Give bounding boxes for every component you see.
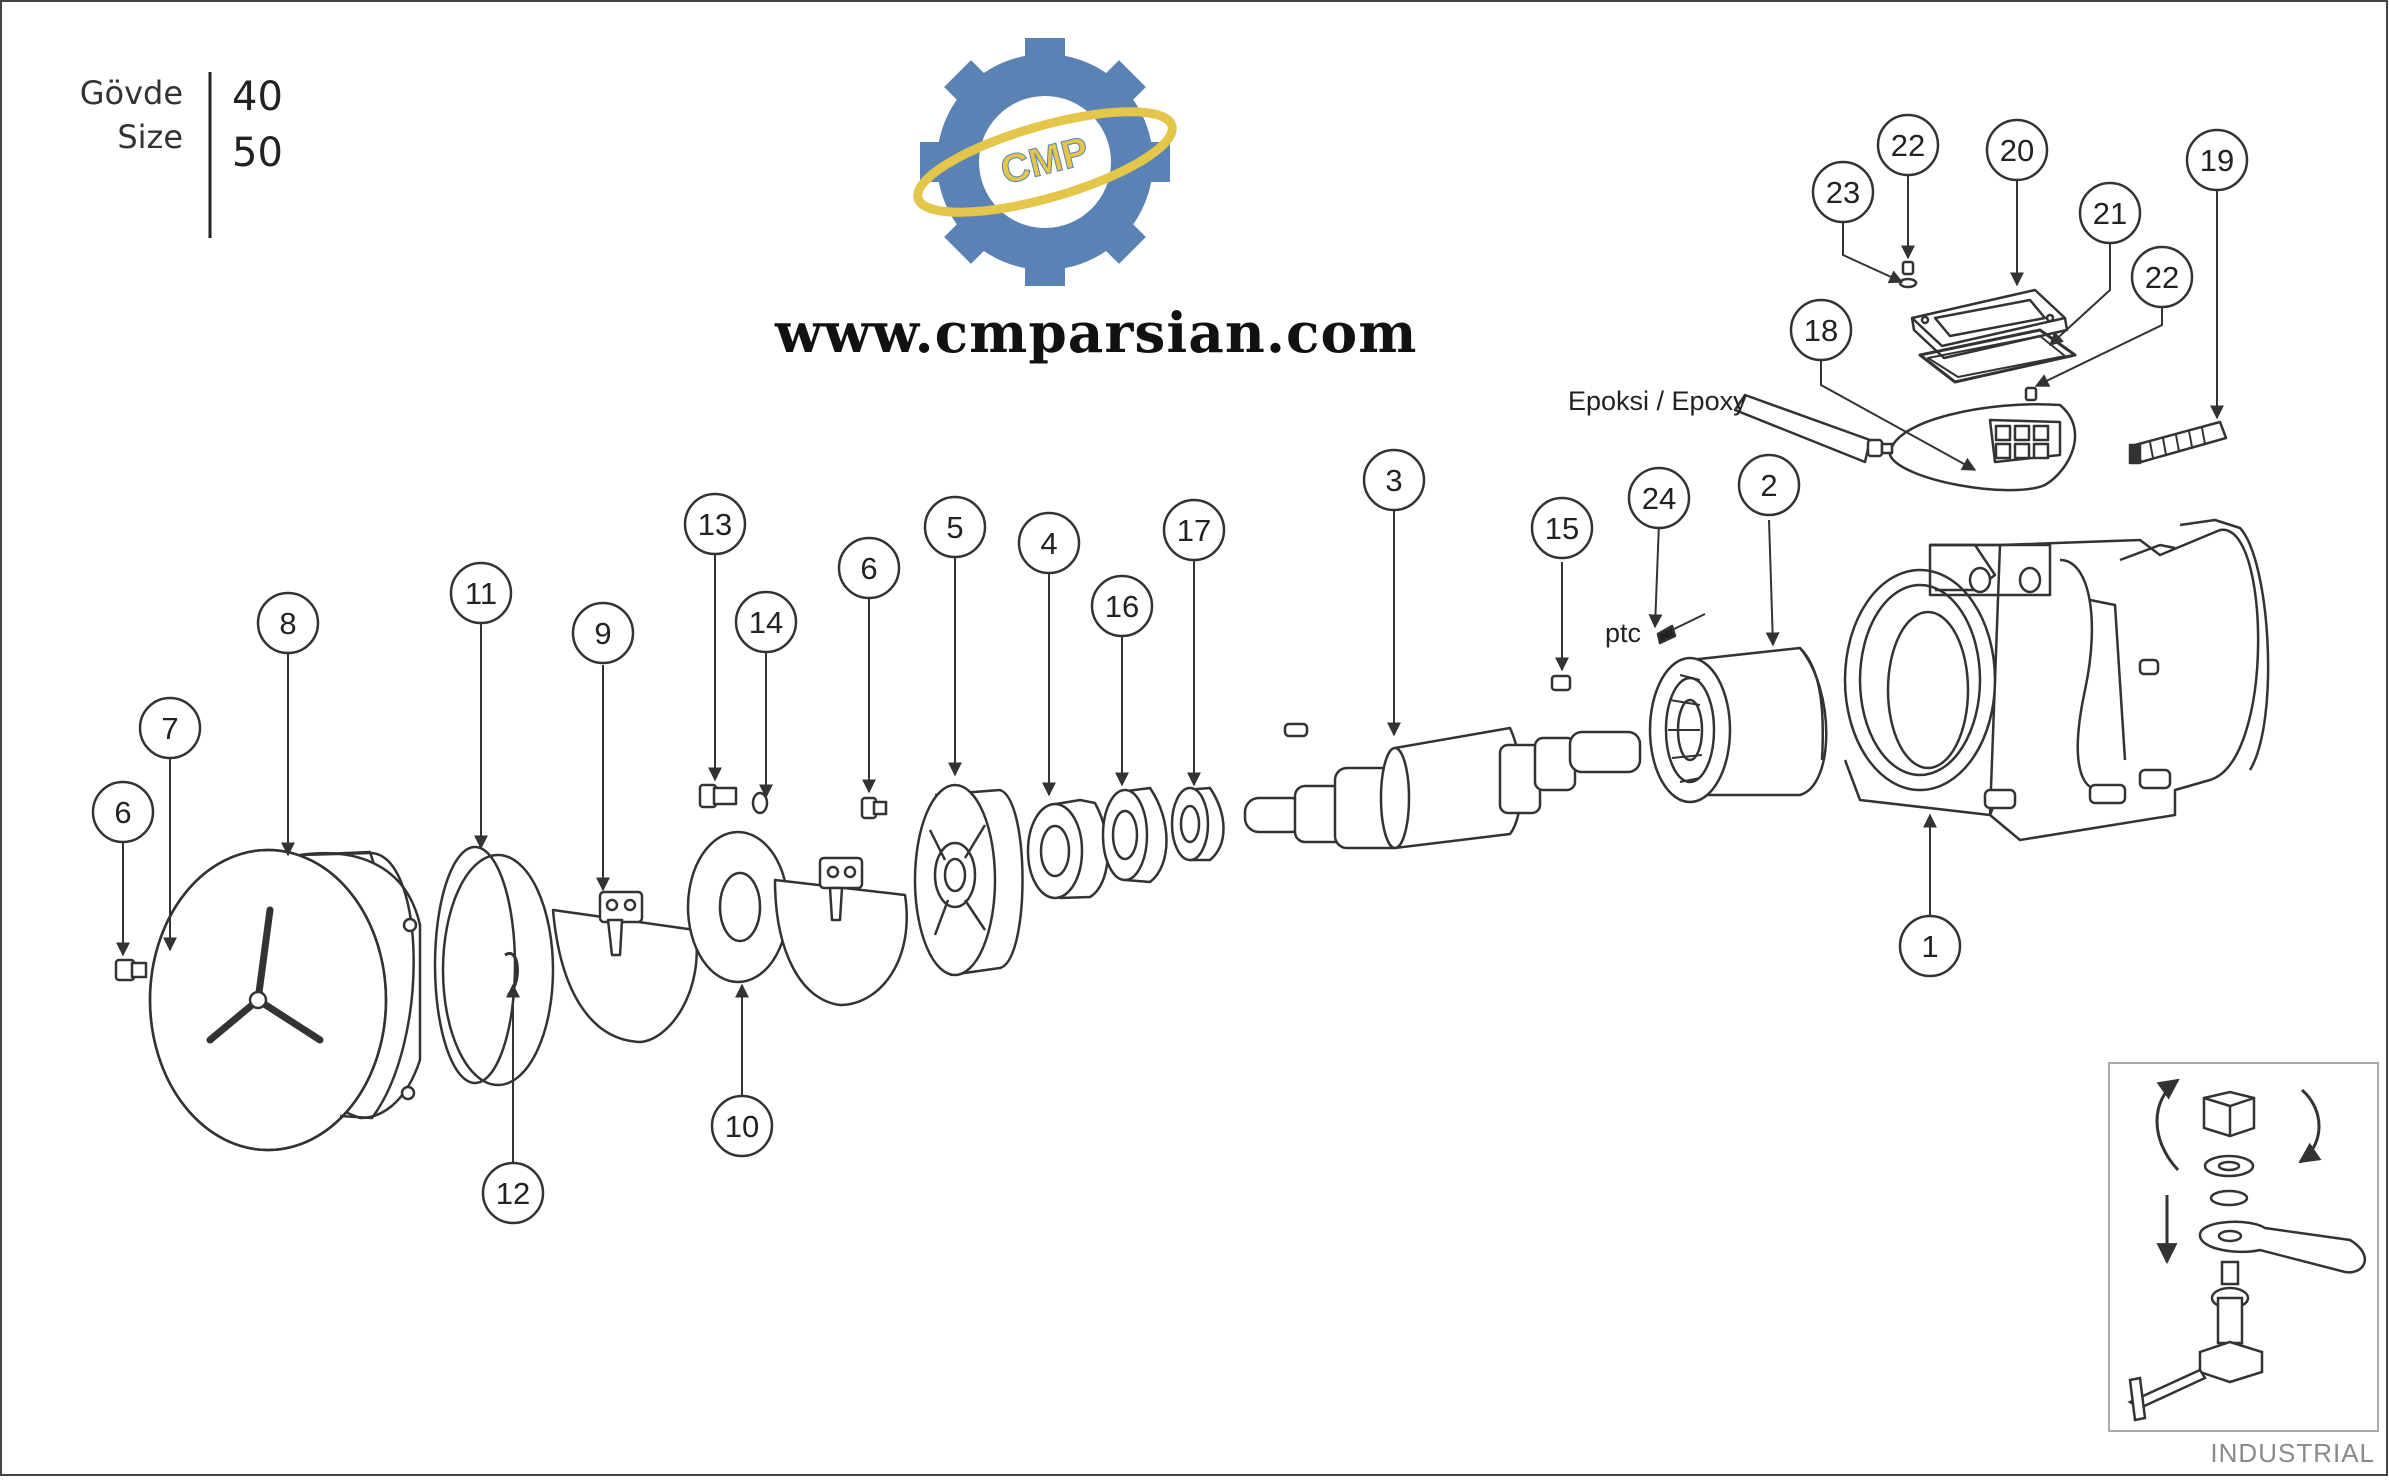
callout-6b-circle bbox=[91, 780, 155, 844]
part-bearing-4 bbox=[1026, 798, 1109, 900]
part-fan-cover-8 bbox=[148, 848, 422, 1152]
callout-9: 9 bbox=[594, 616, 611, 651]
part-washer-14 bbox=[751, 791, 769, 815]
size-value-50: 50 bbox=[232, 130, 283, 176]
callout-17: 17 bbox=[1177, 513, 1211, 548]
footer-industrial: INDUSTRIAL bbox=[2210, 1438, 2375, 1468]
ptc-wire bbox=[1671, 613, 1706, 631]
callout-1: 1 bbox=[1921, 929, 1938, 964]
inset-washer bbox=[2209, 1189, 2249, 1207]
part-screw-22-right bbox=[2024, 386, 2038, 402]
callout-19: 19 bbox=[2200, 143, 2234, 178]
callout-5-circle bbox=[923, 495, 987, 559]
callout-15: 15 bbox=[1545, 511, 1579, 546]
part-cable-gland-19 bbox=[2128, 420, 2228, 465]
part-epoxy-tube bbox=[1733, 393, 1894, 464]
callout-10-circle bbox=[710, 1094, 774, 1158]
callout-3: 3 bbox=[1385, 463, 1402, 498]
callout-8: 8 bbox=[279, 606, 296, 641]
callout-19-circle bbox=[2185, 128, 2249, 192]
part-key bbox=[1283, 722, 1309, 738]
part-sleeve-17 bbox=[1170, 786, 1225, 862]
callout-6a-circle bbox=[837, 536, 901, 600]
inset-bolt bbox=[2220, 1260, 2240, 1286]
callout-8-circle bbox=[256, 591, 320, 655]
part-cover-rim-11 bbox=[441, 853, 555, 1087]
part-stator-2 bbox=[1648, 646, 1828, 804]
part-terminal-cover-20 bbox=[1910, 288, 2069, 360]
part-screw-6-left bbox=[114, 958, 148, 982]
size-value-40: 40 bbox=[232, 74, 283, 120]
inset-bolt-head bbox=[2198, 1340, 2264, 1384]
part-ring-10 bbox=[686, 830, 790, 984]
callout-24-circle bbox=[1627, 466, 1691, 530]
callout-22a: 22 bbox=[1891, 128, 1925, 163]
callout-11-circle bbox=[449, 561, 513, 625]
callout-22b-circle bbox=[2130, 245, 2194, 309]
callout-1-circle bbox=[1898, 914, 1962, 978]
callout-17-circle bbox=[1162, 498, 1226, 562]
callout-23-circle bbox=[1811, 160, 1875, 224]
inset-rotate-right-arrow bbox=[2298, 1088, 2322, 1164]
callout-3-circle bbox=[1362, 448, 1426, 512]
part-seal-16 bbox=[1101, 786, 1168, 884]
callout-2: 2 bbox=[1760, 468, 1777, 503]
part-fan-9 bbox=[551, 890, 698, 1044]
part-flange-5 bbox=[913, 783, 1024, 977]
callout-23: 23 bbox=[1826, 175, 1860, 210]
part-screw-6-center bbox=[860, 796, 888, 820]
part-fan-9b bbox=[773, 856, 908, 1007]
inset-rotate-left-arrow bbox=[2155, 1078, 2180, 1172]
callout-11: 11 bbox=[465, 576, 497, 611]
callout-12-circle bbox=[481, 1161, 545, 1225]
callout-5: 5 bbox=[946, 510, 963, 545]
callout-22b: 22 bbox=[2145, 260, 2179, 295]
callout-4-circle bbox=[1017, 511, 1081, 575]
callout-13-circle bbox=[683, 492, 747, 556]
part-rotor-shaft-3 bbox=[1243, 726, 1642, 850]
website-url: www.cmparsian.com bbox=[775, 300, 1418, 365]
callout-12: 12 bbox=[496, 1176, 530, 1211]
callout-20: 20 bbox=[2000, 133, 2034, 168]
callout-7-circle bbox=[138, 696, 202, 760]
part-terminal-board-18 bbox=[1888, 403, 2077, 492]
callout-21: 21 bbox=[2093, 196, 2127, 231]
callout-9-circle bbox=[571, 601, 635, 665]
callout-14-circle bbox=[734, 590, 798, 654]
callout-13: 13 bbox=[698, 507, 732, 542]
callout-16: 16 bbox=[1105, 589, 1139, 624]
size-label-en: Size bbox=[117, 118, 183, 156]
inset-ground-terminal bbox=[2108, 1062, 2379, 1432]
callout-15-circle bbox=[1530, 496, 1594, 560]
callout-7: 7 bbox=[161, 711, 178, 746]
cmp-logo: CMP bbox=[913, 38, 1177, 286]
part-cover-disc-11 bbox=[433, 845, 517, 1085]
part-key-15 bbox=[1550, 674, 1572, 692]
callout-6b: 6 bbox=[114, 795, 131, 830]
callout-24: 24 bbox=[1642, 481, 1676, 516]
callout-18: 18 bbox=[1804, 313, 1838, 348]
callout-10: 10 bbox=[725, 1109, 759, 1144]
part-gasket-21 bbox=[1918, 328, 2077, 384]
callout-21-circle bbox=[2078, 181, 2142, 245]
part-ptc-24 bbox=[1656, 624, 1677, 645]
part-gasket-21-inner bbox=[1927, 335, 2066, 378]
size-label-tr: Gövde bbox=[79, 74, 183, 112]
callout-6a: 6 bbox=[860, 551, 877, 586]
callout-20-circle bbox=[1985, 118, 2049, 182]
callout-16-circle bbox=[1090, 574, 1154, 638]
part-bolt-13 bbox=[698, 783, 738, 809]
callout-14: 14 bbox=[749, 605, 783, 640]
part-housing-1 bbox=[1843, 518, 2270, 842]
ptc-label: ptc bbox=[1605, 618, 1642, 648]
part-screw-22-top bbox=[1898, 260, 1918, 289]
callout-22a-circle bbox=[1876, 113, 1940, 177]
epoxy-label: Epoksi / Epoxy bbox=[1568, 386, 1747, 416]
callout-2-circle bbox=[1737, 453, 1801, 517]
callout-4: 4 bbox=[1040, 526, 1057, 561]
callout-18-circle bbox=[1789, 298, 1853, 362]
